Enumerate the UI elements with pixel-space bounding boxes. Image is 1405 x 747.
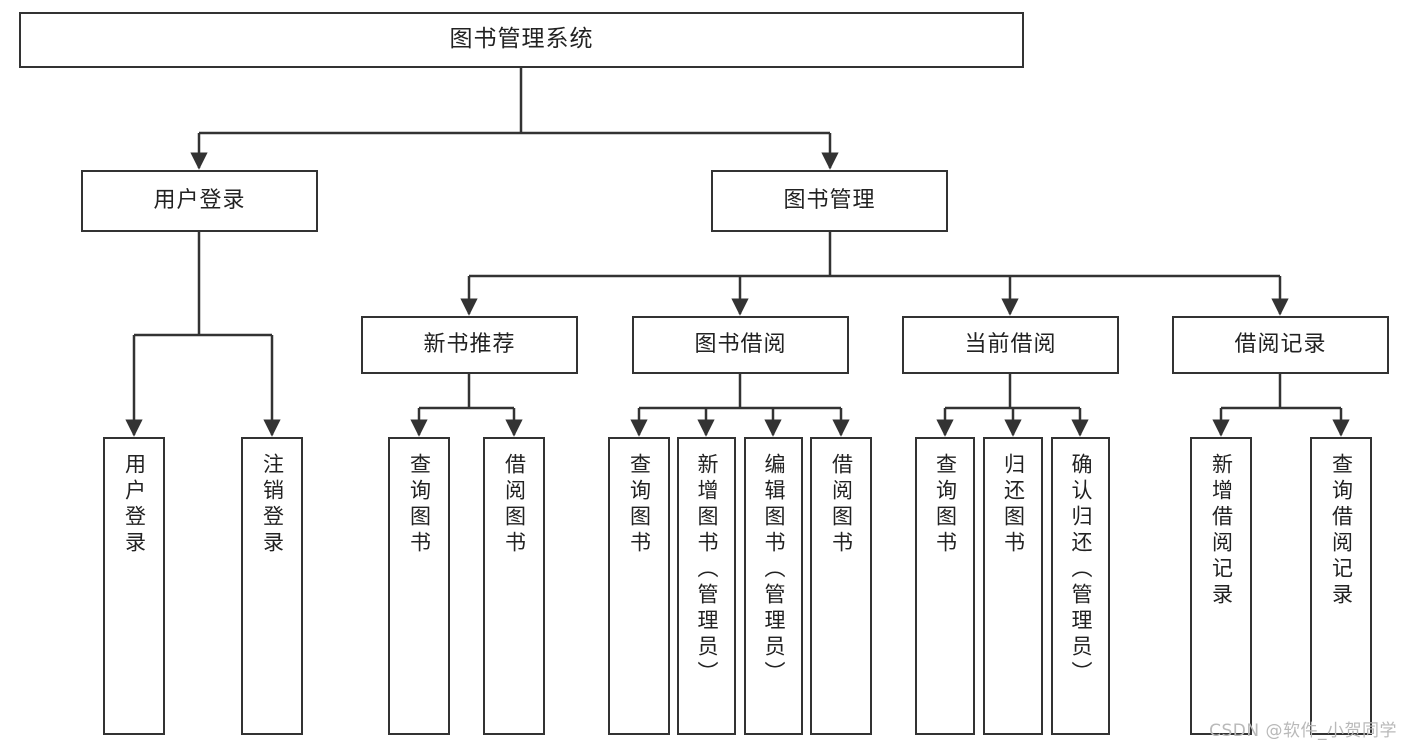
leaf-node-query-books-current[interactable]: 查询图书 — [915, 437, 975, 735]
node-label: 图书管理 — [783, 187, 876, 213]
node-current-borrowing[interactable]: 当前借阅 — [902, 316, 1119, 374]
node-label: 当前借阅 — [964, 331, 1057, 357]
leaf-node-query-borrow-record[interactable]: 查询借阅记录 — [1310, 437, 1372, 735]
leaf-node-add-borrow-record[interactable]: 新增借阅记录 — [1190, 437, 1252, 735]
node-borrowing-records[interactable]: 借阅记录 — [1172, 316, 1389, 374]
node-label: 新书推荐 — [423, 331, 516, 357]
node-label: 查询图书 — [933, 453, 958, 557]
node-label: 用户登录 — [122, 453, 147, 557]
node-label: 借阅图书 — [829, 453, 854, 557]
node-label: 查询借阅记录 — [1329, 453, 1354, 609]
node-label: 图书借阅 — [694, 331, 787, 357]
leaf-node-return-books[interactable]: 归还图书 — [983, 437, 1043, 735]
leaf-node-borrow-books-new[interactable]: 借阅图书 — [483, 437, 545, 735]
leaf-node-edit-book-admin[interactable]: 编辑图书（管理员） — [744, 437, 803, 735]
leaf-node-user-login[interactable]: 用户登录 — [103, 437, 165, 735]
node-label: 新增图书（管理员） — [695, 453, 719, 687]
leaf-node-query-books-new[interactable]: 查询图书 — [388, 437, 450, 735]
node-root-book-management-system[interactable]: 图书管理系统 — [19, 12, 1024, 68]
leaf-node-borrow-books[interactable]: 借阅图书 — [810, 437, 872, 735]
node-label: 查询图书 — [627, 453, 652, 557]
node-label: 编辑图书（管理员） — [762, 453, 786, 687]
node-label: 借阅图书 — [502, 453, 527, 557]
leaf-node-confirm-return-admin[interactable]: 确认归还（管理员） — [1051, 437, 1110, 735]
leaf-node-logout[interactable]: 注销登录 — [241, 437, 303, 735]
node-label: 注销登录 — [260, 453, 285, 557]
node-label: 用户登录 — [153, 187, 246, 213]
node-book-borrowing[interactable]: 图书借阅 — [632, 316, 849, 374]
node-label: 查询图书 — [407, 453, 432, 557]
node-label: 借阅记录 — [1234, 331, 1327, 357]
node-user-login[interactable]: 用户登录 — [81, 170, 318, 232]
leaf-node-add-book-admin[interactable]: 新增图书（管理员） — [677, 437, 736, 735]
node-label: 图书管理系统 — [449, 26, 594, 53]
node-label: 新增借阅记录 — [1209, 453, 1234, 609]
node-new-book-recommendation[interactable]: 新书推荐 — [361, 316, 578, 374]
node-label: 归还图书 — [1001, 453, 1026, 557]
node-book-management[interactable]: 图书管理 — [711, 170, 948, 232]
node-label: 确认归还（管理员） — [1069, 453, 1093, 687]
leaf-node-query-books-borrow[interactable]: 查询图书 — [608, 437, 670, 735]
csdn-watermark: CSDN @软件_小贺同学 — [1209, 721, 1397, 741]
